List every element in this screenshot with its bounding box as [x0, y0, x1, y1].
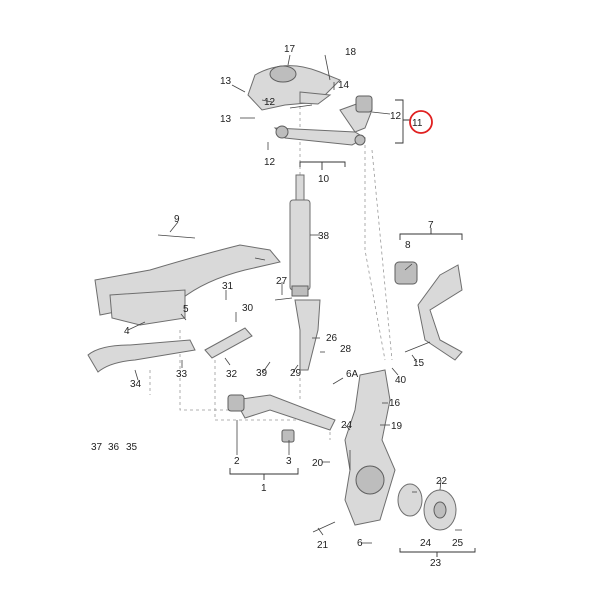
label-14: 14 [338, 80, 350, 91]
label-8: 8 [405, 240, 411, 251]
label-38: 38 [318, 231, 330, 242]
label-39: 39 [256, 368, 268, 379]
upper-mount-bracket [247, 65, 341, 111]
label-3: 3 [286, 456, 292, 467]
label-32: 32 [226, 369, 238, 380]
label-2: 2 [234, 456, 240, 467]
bolts [127, 54, 431, 533]
label-24-left: 24 [341, 420, 353, 431]
label-26: 26 [326, 333, 338, 344]
label-12-left: 12 [264, 157, 276, 168]
label-15: 15 [413, 358, 425, 369]
upper-control-arm-left [273, 125, 367, 146]
upper-control-arm-right [339, 95, 373, 133]
label-37: 37 [91, 442, 103, 453]
label-5: 5 [183, 304, 189, 315]
label-6a: 6A [346, 369, 359, 380]
label-12-top: 12 [264, 97, 276, 108]
strut-fork [294, 299, 321, 371]
wheel-hub [397, 483, 457, 531]
label-7: 7 [428, 220, 434, 231]
label-24-bottom: 24 [420, 538, 432, 549]
label-21: 21 [317, 540, 329, 551]
label-18: 18 [345, 47, 357, 58]
label-27: 27 [276, 276, 288, 287]
label-19: 19 [391, 421, 403, 432]
label-13b: 13 [220, 114, 232, 125]
label-12-right: 12 [390, 111, 402, 122]
label-1: 1 [261, 483, 267, 494]
label-22: 22 [436, 476, 448, 487]
label-4: 4 [124, 326, 130, 337]
label-29: 29 [290, 368, 302, 379]
label-16: 16 [389, 398, 401, 409]
shock-absorber [289, 174, 311, 297]
label-36: 36 [108, 442, 120, 453]
highlight-circle [409, 110, 433, 134]
stabilizer-link [204, 327, 253, 359]
lower-control-arm [227, 394, 336, 443]
label-9: 9 [174, 214, 180, 225]
label-35: 35 [126, 442, 138, 453]
label-25: 25 [452, 538, 464, 549]
label-6: 6 [357, 538, 363, 549]
label-33: 33 [176, 369, 188, 380]
label-11: 11 [412, 118, 423, 129]
part-labels: 17 18 13 14 12 12 11 12 10 9 38 7 8 27 3… [91, 44, 464, 569]
label-30: 30 [242, 303, 254, 314]
label-40: 40 [395, 375, 407, 386]
wheel-bearing-housing [344, 369, 396, 526]
stabilizer-bar [87, 244, 281, 373]
label-10: 10 [318, 174, 330, 185]
group-brackets [229, 99, 476, 557]
leader-lines [134, 54, 462, 544]
label-34: 34 [130, 379, 142, 390]
transverse-link [394, 261, 463, 361]
label-31: 31 [222, 281, 234, 292]
label-28: 28 [340, 344, 352, 355]
label-13a: 13 [220, 76, 232, 87]
label-23: 23 [430, 558, 442, 569]
label-17: 17 [284, 44, 296, 55]
label-20: 20 [312, 458, 324, 469]
